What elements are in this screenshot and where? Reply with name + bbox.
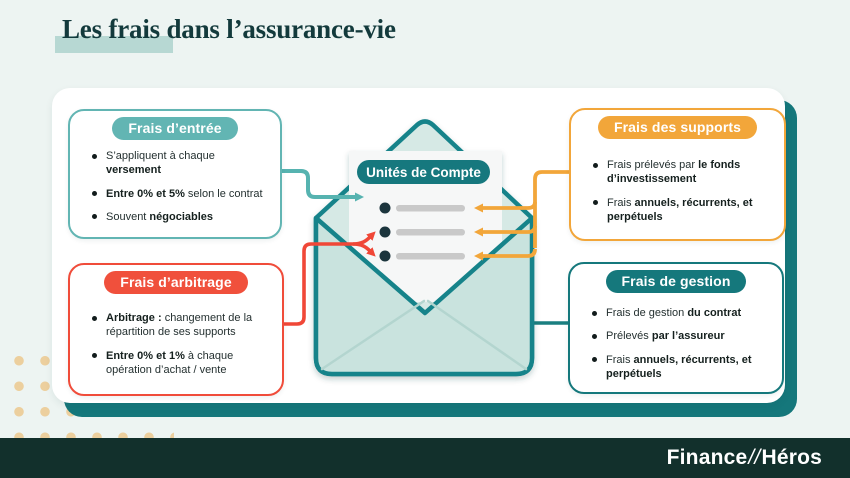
box-frais-arbitrage-title: Frais d’arbitrage: [104, 271, 248, 294]
logo-slashes-icon: //: [748, 446, 761, 469]
finance-heros-logo: Finance//Héros: [667, 446, 822, 470]
bullet-item: Frais prélevés par le fonds d’investisse…: [591, 158, 776, 187]
box-frais-supports-list: Frais prélevés par le fonds d’investisse…: [571, 158, 784, 224]
bullet-item: Frais annuels, récurrents, et perpétuels: [590, 353, 774, 382]
bullet-item: Souvent négociables: [90, 210, 272, 224]
logo-part2: Héros: [761, 446, 822, 469]
bullet-item: Arbitrage : changement de la répartition…: [90, 311, 274, 340]
footer-bar: Finance//Héros: [0, 438, 850, 478]
logo-part1: Finance: [666, 446, 748, 469]
box-frais-gestion: Frais de gestion Frais de gestion du con…: [568, 262, 784, 394]
box-frais-entree-title: Frais d’entrée: [112, 117, 238, 140]
bullet-item: Entre 0% et 1% à chaque opération d’acha…: [90, 349, 274, 378]
box-frais-arbitrage-list: Arbitrage : changement de la répartition…: [70, 311, 282, 377]
bullet-item: S’appliquent à chaque versement: [90, 149, 272, 178]
box-frais-supports-title: Frais des supports: [597, 116, 758, 139]
box-frais-supports: Frais des supports Frais prélevés par le…: [569, 108, 786, 241]
box-frais-entree: Frais d’entrée S’appliquent à chaque ver…: [68, 109, 282, 239]
bullet-item: Frais de gestion du contrat: [590, 306, 774, 320]
box-frais-arbitrage: Frais d’arbitrage Arbitrage : changement…: [68, 263, 284, 396]
box-frais-gestion-title: Frais de gestion: [605, 270, 747, 293]
bullet-item: Prélevés par l’assureur: [590, 329, 774, 343]
title-highlight: [55, 36, 173, 53]
page-title: Les frais dans l’assurance-vie: [62, 14, 396, 44]
bullet-item: Entre 0% et 5% selon le contrat: [90, 187, 272, 201]
bullet-item: Frais annuels, récurrents, et perpétuels: [591, 196, 776, 225]
